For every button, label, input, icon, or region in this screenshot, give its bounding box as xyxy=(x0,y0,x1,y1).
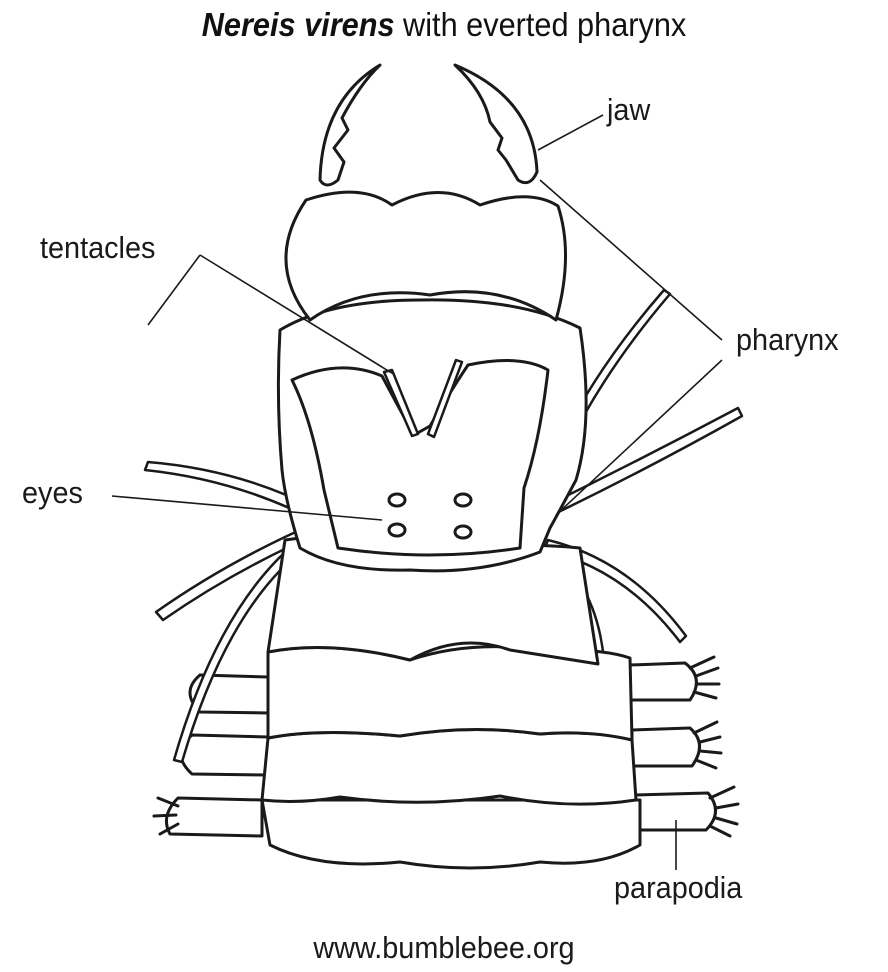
jaws xyxy=(320,65,537,185)
label-pharynx: pharynx xyxy=(736,322,839,358)
label-jaw: jaw xyxy=(607,92,650,128)
left-parapodia xyxy=(154,675,268,836)
label-eyes: eyes xyxy=(22,475,83,511)
jaw-leader xyxy=(538,115,603,150)
body-segments xyxy=(262,537,640,868)
source-credit: www.bumblebee.org xyxy=(31,930,857,966)
right-parapodia xyxy=(630,657,738,836)
label-parapodia: parapodia xyxy=(614,870,742,906)
label-tentacles: tentacles xyxy=(40,230,155,266)
tentacles-leader-left xyxy=(148,255,200,325)
pharynx-leader-upper xyxy=(540,180,722,340)
